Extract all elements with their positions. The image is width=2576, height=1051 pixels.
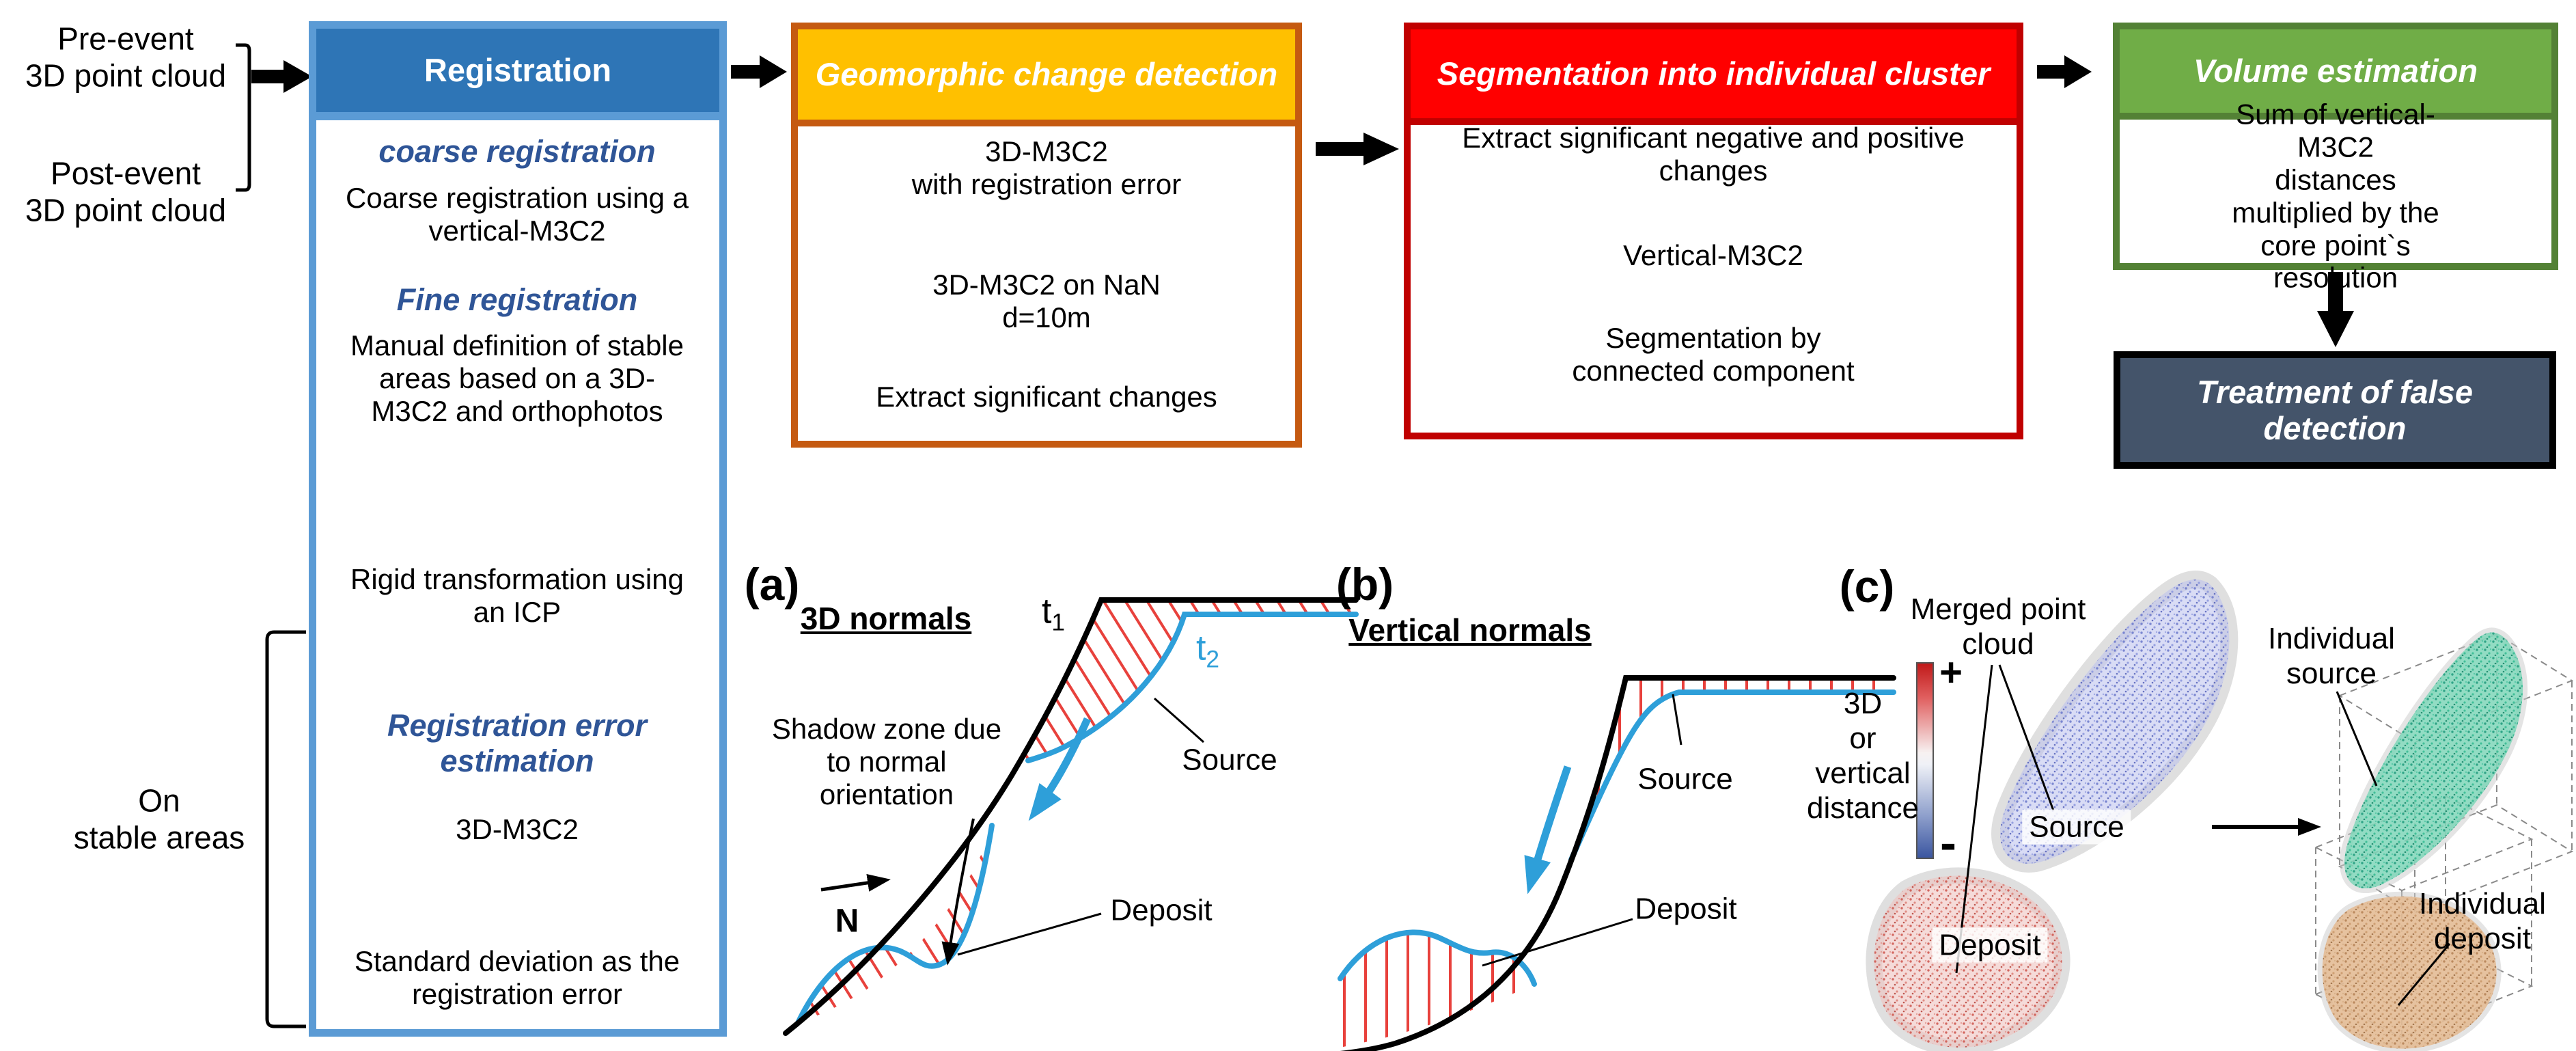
panel-b-flow-arrow	[1524, 765, 1572, 895]
input-pre-event-label: Pre-event 3D point cloud	[25, 21, 227, 94]
segmentation-step3: Segmentation by connected component	[1572, 322, 1855, 387]
treatment-title: Treatment of false detection	[2197, 373, 2473, 446]
colorbar-minus-label: -	[1940, 816, 1956, 871]
panel-b-schematic	[1338, 675, 1896, 1051]
colorbar	[1916, 662, 1934, 859]
segmentation-header: Segmentation into individual cluster	[1411, 29, 2017, 125]
individual-deposit-blob	[2317, 891, 2502, 1051]
panel-a-normal-vector-arrow	[820, 873, 891, 892]
colorbar-plus-label: +	[1939, 650, 1963, 695]
individual-deposit-pointer	[2397, 943, 2451, 1006]
panel-a-tag: (a)	[744, 559, 800, 610]
merged-pointer-to-deposit	[1955, 664, 1993, 974]
panel-c-tag: (c)	[1839, 561, 1895, 612]
merged-pointer-to-source	[1998, 664, 2055, 811]
panel-b-title: Vertical normals	[1348, 612, 1592, 648]
segmentation-step1: Extract significant negative and positiv…	[1462, 122, 1965, 187]
registration-error-body1: 3D-M3C2	[456, 813, 579, 846]
fine-registration-title: Fine registration	[396, 282, 638, 317]
input-post-event-label: Post-event 3D point cloud	[25, 155, 227, 228]
individual-source-label: Individual source	[2268, 621, 2395, 690]
panel-a-shadow-pointer-arrow	[941, 818, 975, 966]
individual-source-blob	[2340, 627, 2528, 893]
panel-a-surface-t2	[1025, 612, 1359, 763]
registration-title: Registration	[424, 52, 612, 89]
panel-a-t1-label: t1	[1041, 591, 1066, 636]
registration-error-body2: Standard deviation as the registration e…	[354, 945, 680, 1010]
panel-a-deposit-hatch	[798, 825, 992, 1023]
flow-arrow-registration-to-geomorphic	[731, 55, 787, 88]
panel-b-tag: (b)	[1335, 559, 1394, 610]
merged-cloud-source-blob	[1991, 570, 2239, 873]
colorbar-axis-label: 3D or vertical distance	[1807, 686, 1919, 825]
on-stable-areas-label: On stable areas	[73, 782, 245, 856]
panel-b-source-label: Source	[1637, 762, 1733, 796]
geomorphic-title: Geomorphic change detection	[815, 56, 1278, 93]
panel-b-source-pointer	[1672, 694, 1682, 746]
stable-areas-bracket	[265, 630, 306, 1028]
panel-a-deposit-label: Deposit	[1110, 893, 1213, 927]
panel-a-flow-arrow	[1028, 717, 1092, 821]
panel-a-source-label: Source	[1182, 743, 1277, 777]
panel-a-t2-label: t2	[1195, 628, 1220, 673]
panel-c-merged-label: Merged point cloud	[1910, 592, 2086, 661]
fine-registration-body2: Rigid transformation using an ICP	[350, 563, 684, 628]
panel-a-source-hatch	[1022, 600, 1353, 764]
input-bracket	[236, 43, 251, 192]
panel-a-deposit-surface	[795, 823, 995, 1026]
flow-arrow-geomorphic-to-segmentation	[1316, 133, 1399, 165]
registration-box: Registration	[309, 21, 727, 1037]
flow-arrow-inputs-to-registration	[251, 60, 312, 93]
geomorphic-step1: 3D-M3C2 with registration error	[911, 135, 1182, 200]
volume-header: Volume estimation	[2120, 29, 2551, 120]
panel-a-source-pointer	[1154, 697, 1204, 743]
panel-b-surface-t1	[1340, 675, 1896, 1051]
segmentation-step2: Vertical-M3C2	[1623, 239, 1803, 272]
panel-b-deposit-surface	[1338, 929, 1537, 987]
panel-a-shadow-label: Shadow zone due to normal orientation	[771, 713, 1002, 810]
coarse-registration-title: coarse registration	[378, 133, 656, 169]
volume-step1: Sum of vertical-M3C2 distances multiplie…	[2232, 98, 2439, 294]
volume-title: Volume estimation	[2193, 53, 2478, 90]
geomorphic-step2: 3D-M3C2 on NaN d=10m	[932, 269, 1161, 333]
individual-source-pointer	[2336, 691, 2378, 787]
geomorphic-header: Geomorphic change detection	[798, 29, 1295, 126]
panel-b-deposit-hatch	[1340, 932, 1534, 1048]
panel-c-source-label: Source	[2022, 809, 2131, 845]
flow-arrow-volume-to-treatment	[2317, 272, 2354, 347]
coarse-registration-body: Coarse registration using a vertical-M3C…	[346, 182, 689, 247]
panel-c-deposit-label: Deposit	[1932, 927, 2048, 963]
flow-arrow-segmentation-to-volume	[2037, 55, 2092, 88]
individual-deposit-label: Individual deposit	[2419, 886, 2546, 955]
panel-a-schematic	[783, 597, 1359, 1036]
geomorphic-box: Geomorphic change detection	[791, 23, 1302, 448]
segmentation-box: Segmentation into individual cluster	[1404, 23, 2023, 439]
registration-header: Registration	[316, 29, 719, 120]
registration-error-title: Registration error estimation	[387, 707, 648, 778]
panel-a-surface-t1	[783, 597, 1359, 1036]
geomorphic-step3: Extract significant changes	[876, 381, 1217, 413]
panel-b-deposit-pointer	[1482, 918, 1633, 967]
treatment-box: Treatment of false detection	[2114, 351, 2556, 469]
panel-a-deposit-pointer	[957, 912, 1102, 956]
panel-a-title: 3D normals	[800, 601, 972, 636]
panel-a-normal-vector-label: N	[835, 903, 859, 940]
fine-registration-body1: Manual definition of stable areas based …	[350, 329, 684, 427]
segmentation-title: Segmentation into individual cluster	[1437, 55, 1991, 92]
panel-b-deposit-label: Deposit	[1635, 892, 1737, 926]
volume-box: Volume estimation	[2113, 23, 2558, 270]
